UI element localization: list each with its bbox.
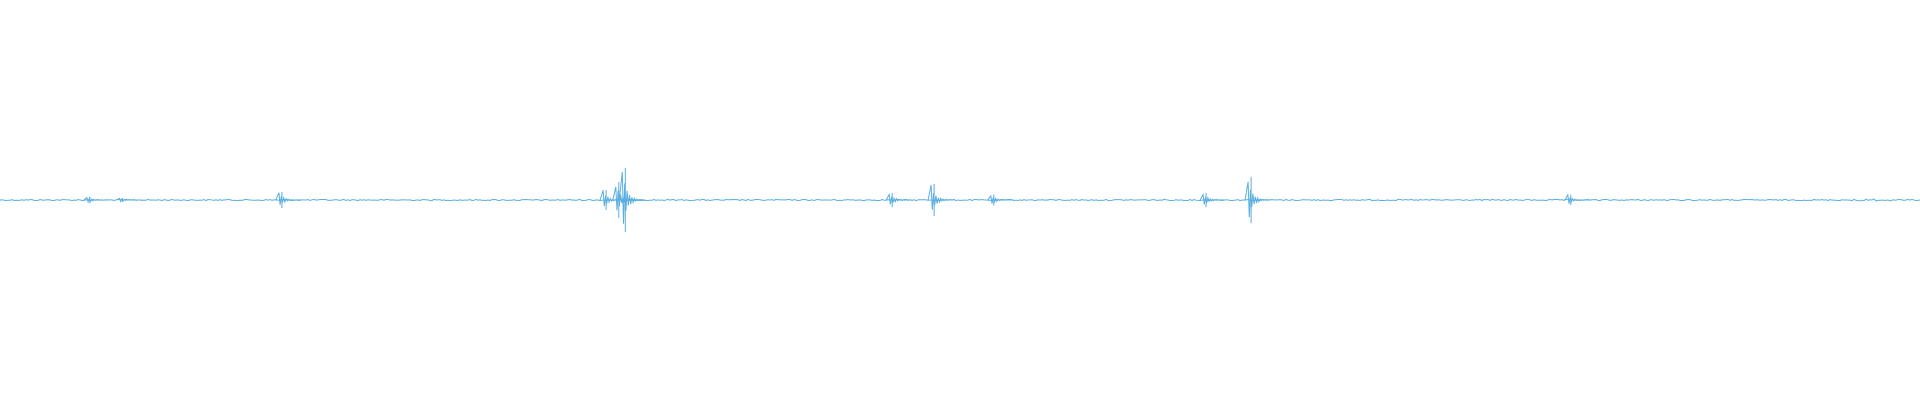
waveform-spike-6: [885, 192, 913, 205]
waveform-baseline: [0, 198, 1920, 202]
waveform-spike-11: [1564, 193, 1591, 204]
waveform-spike-9: [1199, 193, 1227, 205]
waveform-spike-10: [1244, 181, 1272, 218]
waveform-spike-2: [275, 192, 302, 205]
waveform-spike-1: [116, 197, 143, 203]
waveform-spike-0: [83, 196, 110, 204]
waveform-spike-8: [987, 194, 1014, 204]
waveform-spike-5: [618, 171, 646, 224]
waveform-spike-7: [927, 184, 955, 210]
